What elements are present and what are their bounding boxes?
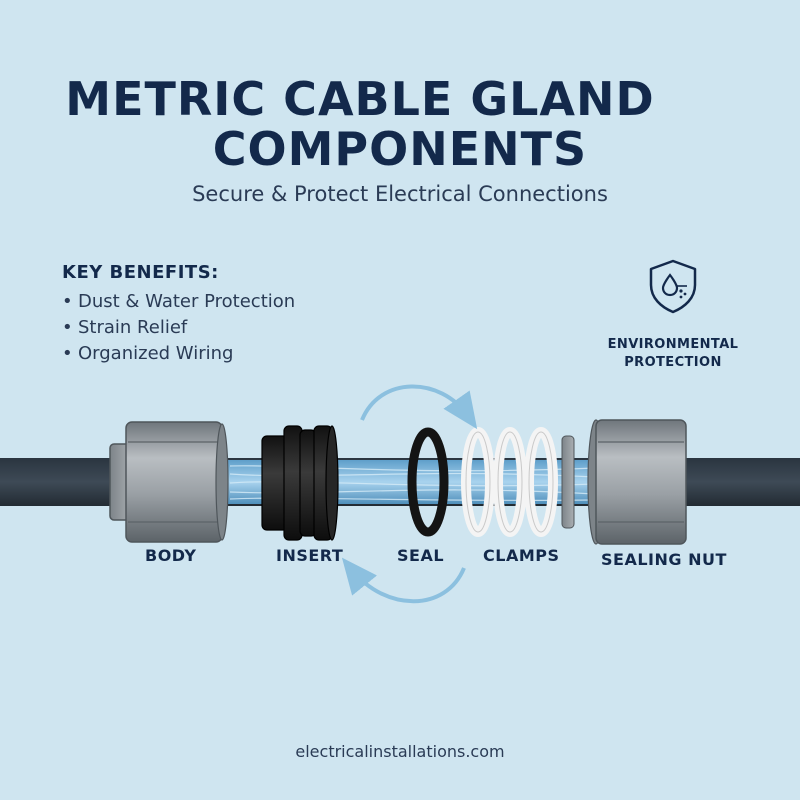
environmental-protection-label: ENVIRONMENTAL PROTECTION <box>607 337 739 370</box>
insert-component <box>261 425 339 541</box>
benefit-item-label: Dust & Water Protection <box>78 291 296 312</box>
website-footer: electricalinstallations.com <box>295 742 505 761</box>
assembly-arrow-top <box>360 384 478 430</box>
sealing-nut-label: SEALING NUT <box>601 550 727 569</box>
seal-ring-component <box>407 427 449 537</box>
benefits-list: •Dust & Water Protection •Strain Relief … <box>62 289 295 367</box>
bullet-icon: • <box>62 343 73 364</box>
bullet-icon: • <box>62 317 73 338</box>
benefit-item-label: Organized Wiring <box>78 343 234 364</box>
clamps-label: CLAMPS <box>483 546 560 565</box>
benefit-item: •Strain Relief <box>62 315 295 341</box>
body-label: BODY <box>145 546 197 565</box>
environmental-protection-badge: ENVIRONMENTAL PROTECTION <box>588 258 758 372</box>
title-line-1: METRIC CABLE GLAND <box>65 72 655 126</box>
key-benefits-heading: KEY BENEFITS: <box>62 262 219 283</box>
benefit-item: •Organized Wiring <box>62 341 295 367</box>
seal-label: SEAL <box>397 546 445 565</box>
sealing-nut-component <box>587 419 687 545</box>
clamps-component <box>461 427 575 537</box>
insert-label: INSERT <box>276 546 344 565</box>
bullet-icon: • <box>62 291 73 312</box>
title-line-2: COMPONENTS <box>212 122 588 176</box>
exploded-view-illustration <box>0 384 800 604</box>
benefit-item-label: Strain Relief <box>78 317 188 338</box>
subtitle: Secure & Protect Electrical Connections <box>192 182 608 206</box>
key-benefits-panel: KEY BENEFITS: •Dust & Water Protection •… <box>62 262 295 367</box>
shield-water-drop-icon <box>649 259 697 314</box>
benefit-item: •Dust & Water Protection <box>62 289 295 315</box>
assembly-arrow-bottom <box>341 557 466 604</box>
body-component <box>109 421 229 543</box>
cable-gland-diagram: BODY INSERT SEAL CLAMPS SEALING NUT <box>0 380 800 620</box>
